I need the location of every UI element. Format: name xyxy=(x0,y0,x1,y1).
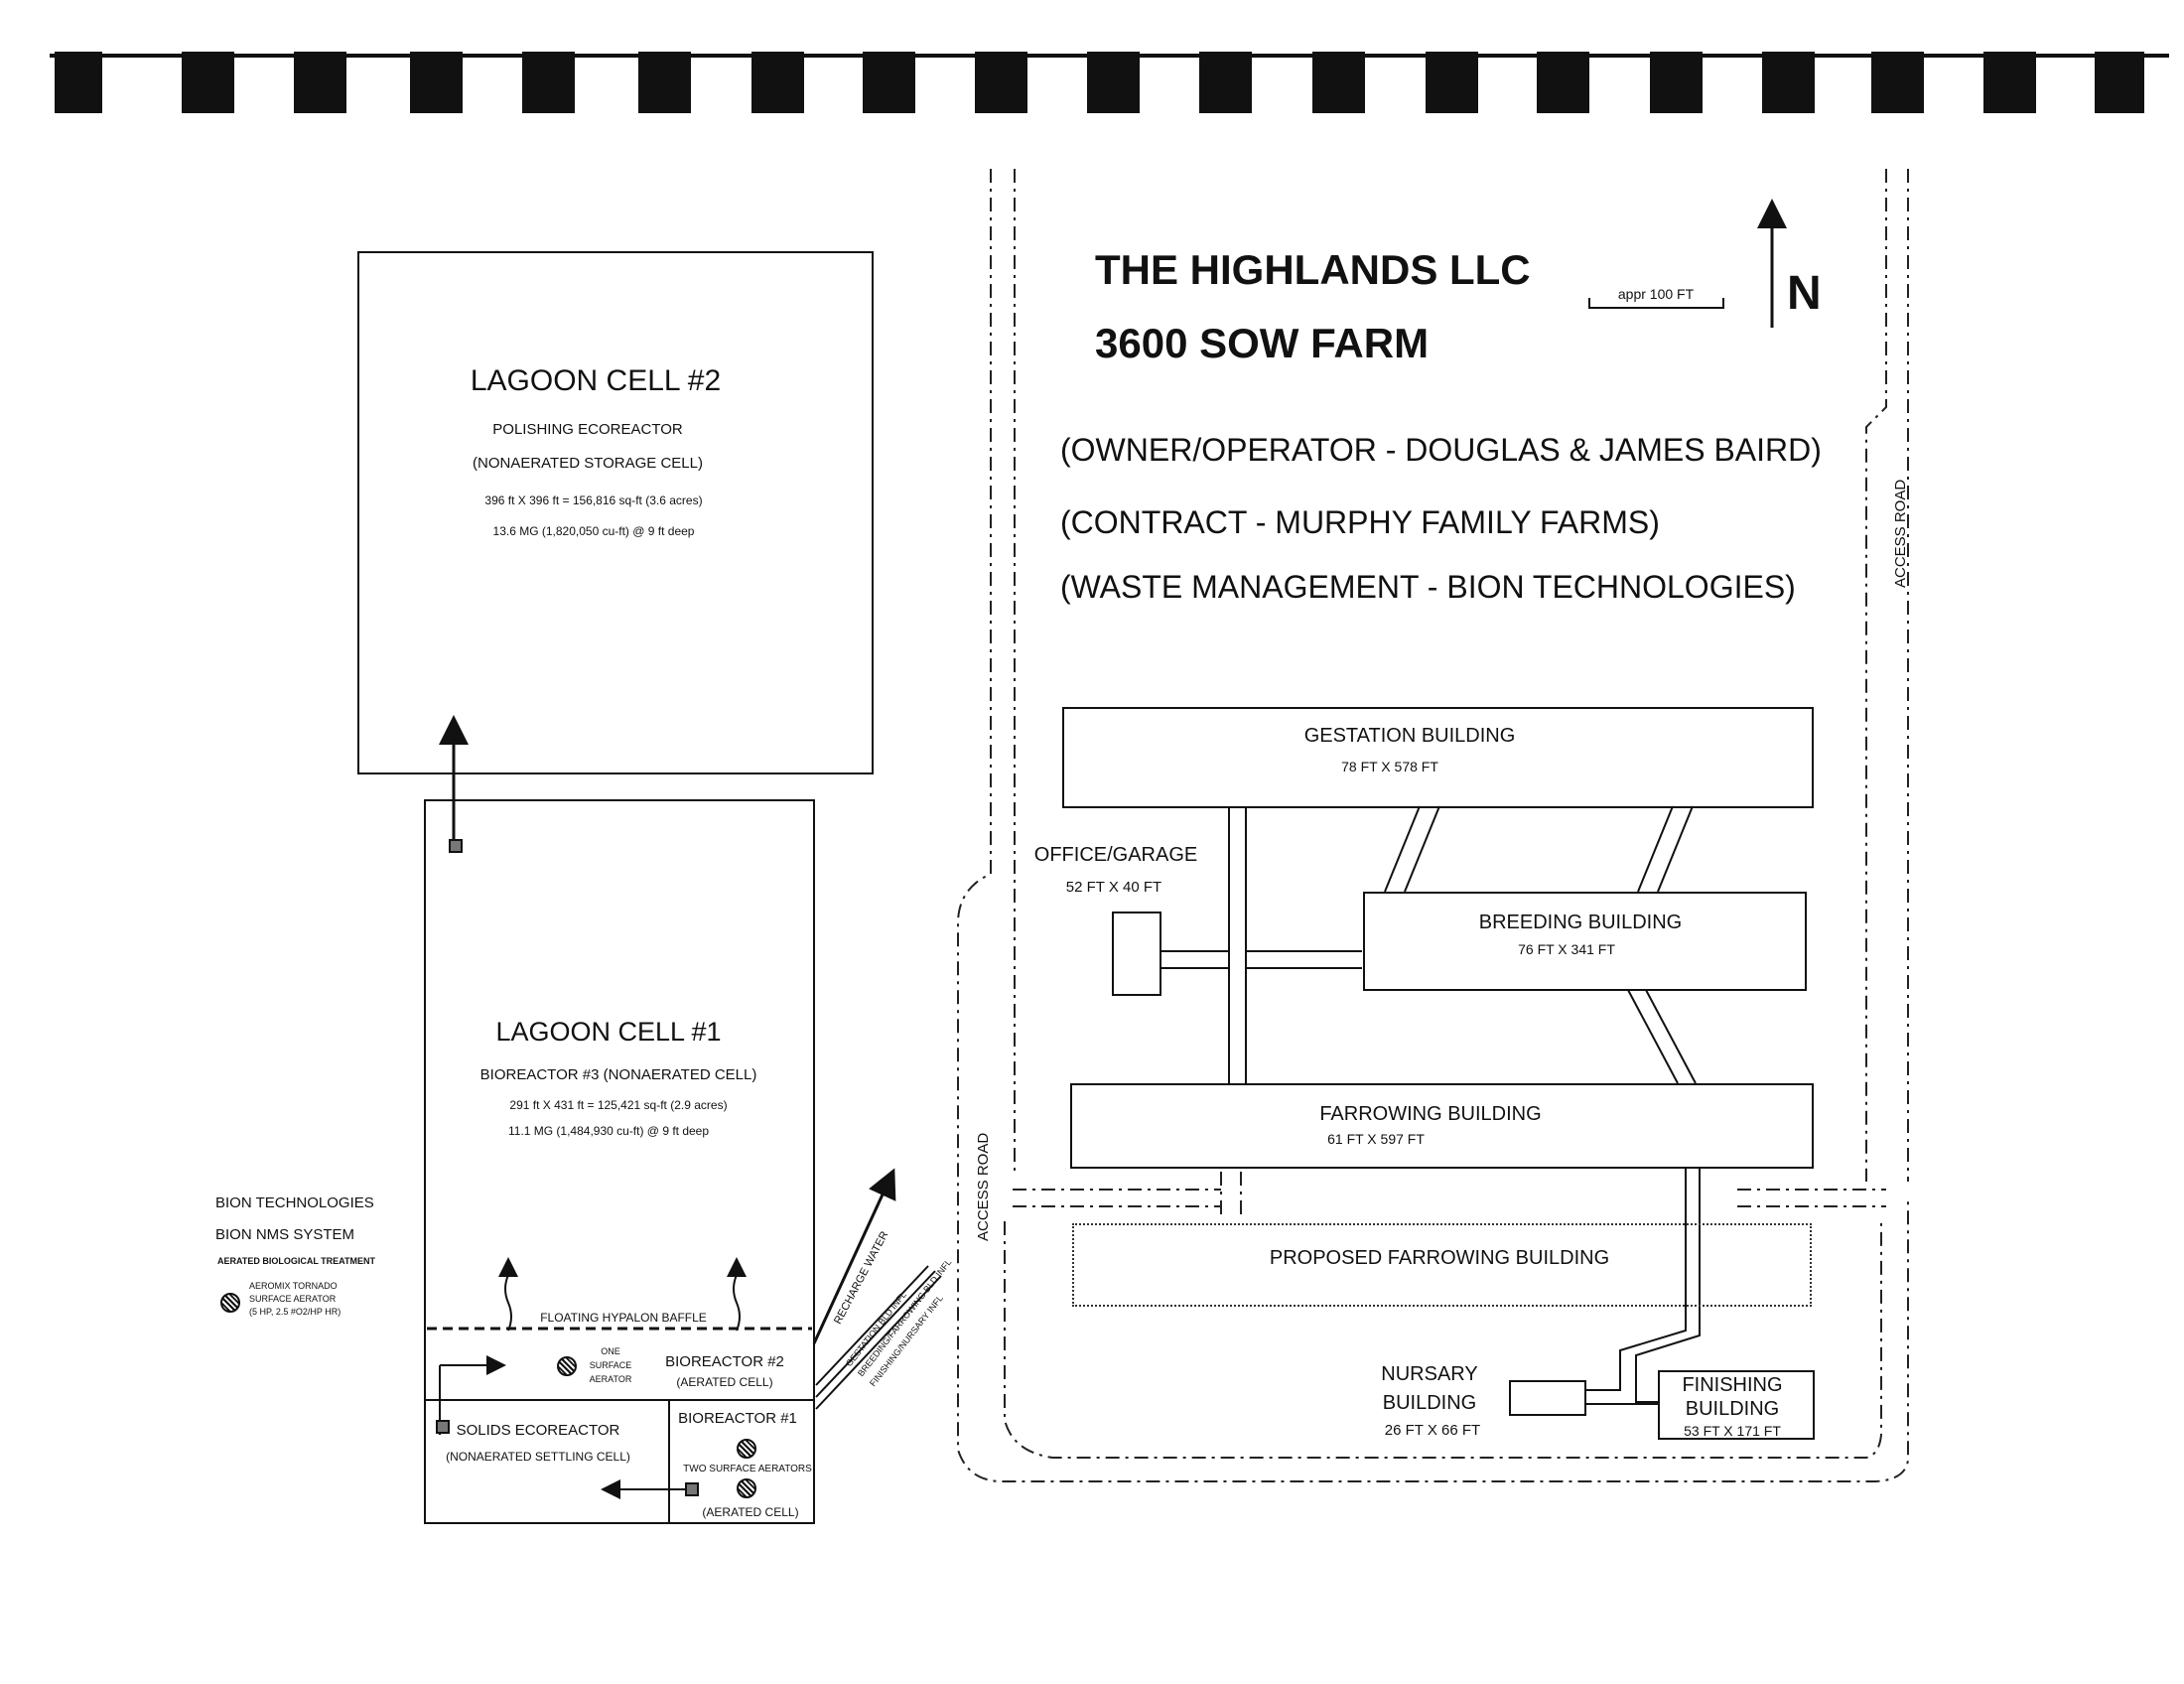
binding-ring xyxy=(182,52,234,113)
transfer-port-icon xyxy=(449,839,463,853)
lagoon2-type: (NONAERATED STORAGE CELL) xyxy=(473,455,703,472)
legend-system: BION NMS SYSTEM xyxy=(215,1226,355,1243)
farrowing-name: FARROWING BUILDING xyxy=(1319,1103,1542,1125)
lagoon2-subtitle: POLISHING ECOREACTOR xyxy=(492,421,683,438)
legend-aerator-3: (5 HP, 2.5 #O2/HP HR) xyxy=(249,1307,341,1317)
nursary-name-1: NURSARY xyxy=(1381,1363,1478,1385)
finishing-building[interactable] xyxy=(1658,1370,1815,1440)
binding-ring xyxy=(863,52,915,113)
transfer-port-icon xyxy=(436,1420,450,1434)
access-road-east-inner xyxy=(1865,169,1887,1182)
surface-aerator-icon xyxy=(220,1293,240,1313)
breeding-size: 76 FT X 341 FT xyxy=(1518,941,1615,957)
nursary-size: 26 FT X 66 FT xyxy=(1384,1422,1481,1439)
lagoon2-area: 396 ft X 396 ft = 156,816 sq-ft (3.6 acr… xyxy=(484,493,703,507)
binding-ring xyxy=(1983,52,2036,113)
finishing-name-1: FINISHING xyxy=(1682,1374,1783,1396)
br2-aerator-1: ONE xyxy=(601,1346,620,1356)
access-road-west-label: ACCESS ROAD xyxy=(975,1132,992,1241)
farm-subtitle: 3600 SOW FARM xyxy=(1095,320,1430,366)
binding-ring xyxy=(1426,52,1478,113)
legend-aerator-1: AEROMIX TORNADO xyxy=(249,1281,338,1291)
baffle-label: FLOATING HYPALON BAFFLE xyxy=(540,1311,707,1325)
office-name: OFFICE/GARAGE xyxy=(1033,844,1198,866)
br2-type: (AERATED CELL) xyxy=(676,1375,773,1389)
br1-aerators: TWO SURFACE AERATORS xyxy=(683,1464,812,1474)
proposed-farrowing-building[interactable] xyxy=(1072,1223,1812,1307)
legend-treatment: AERATED BIOLOGICAL TREATMENT xyxy=(217,1256,375,1266)
binding-ring xyxy=(975,52,1027,113)
access-road-east-label: ACCESS ROAD xyxy=(1892,479,1909,588)
farm-title: THE HIGHLANDS LLC xyxy=(1095,246,1531,293)
road-stub xyxy=(1220,1172,1242,1216)
binding-ring xyxy=(1871,52,1924,113)
binding-ring xyxy=(751,52,804,113)
access-road-west-outer xyxy=(957,169,1909,1482)
br1-name: BIOREACTOR #1 xyxy=(678,1410,797,1427)
breeding-name: BREEDING BUILDING xyxy=(1478,912,1683,933)
binding-ring xyxy=(522,52,575,113)
access-road-inner-loop xyxy=(1004,1219,1882,1459)
surface-aerator-icon xyxy=(737,1478,756,1498)
binding-ring xyxy=(2095,52,2144,113)
farrowing-building[interactable] xyxy=(1070,1083,1814,1169)
binding-ring xyxy=(1650,52,1703,113)
finishing-name-2: BUILDING xyxy=(1685,1398,1780,1420)
cell-divider-v xyxy=(668,1399,670,1524)
lagoon1-volume: 11.1 MG (1,484,930 cu-ft) @ 9 ft deep xyxy=(507,1124,710,1138)
lagoon-cell-1[interactable] xyxy=(424,799,815,1524)
lagoon-cell-2[interactable] xyxy=(357,251,874,774)
contract-line: (CONTRACT - MURPHY FAMILY FARMS) xyxy=(1060,504,1660,540)
cell-divider-h xyxy=(424,1399,815,1401)
solids-name: SOLIDS ECOREACTOR xyxy=(456,1422,620,1439)
binding-ring xyxy=(410,52,463,113)
office-size: 52 FT X 40 FT xyxy=(1065,879,1162,896)
finishing-size: 53 FT X 171 FT xyxy=(1684,1423,1781,1439)
solids-type: (NONAERATED SETTLING CELL) xyxy=(446,1450,630,1464)
binding-ring xyxy=(1537,52,1589,113)
nursary-name-2: BUILDING xyxy=(1382,1392,1477,1414)
owner-line: (OWNER/OPERATOR - DOUGLAS & JAMES BAIRD) xyxy=(1060,432,1822,468)
nursary-building[interactable] xyxy=(1509,1380,1586,1416)
lagoon1-subtitle: BIOREACTOR #3 (NONAERATED CELL) xyxy=(479,1066,757,1083)
surface-aerator-icon xyxy=(557,1356,577,1376)
office-garage-building[interactable] xyxy=(1112,912,1161,996)
breeding-building[interactable] xyxy=(1363,892,1807,991)
br2-aerator-3: AERATOR xyxy=(589,1374,632,1384)
br1-type: (AERATED CELL) xyxy=(702,1505,799,1519)
binding-ring xyxy=(1312,52,1365,113)
surface-aerator-icon xyxy=(737,1439,756,1459)
lagoon1-area: 291 ft X 431 ft = 125,421 sq-ft (2.9 acr… xyxy=(509,1098,728,1112)
farrowing-size: 61 FT X 597 FT xyxy=(1327,1131,1425,1147)
binding-ring xyxy=(1087,52,1140,113)
lagoon2-volume: 13.6 MG (1,820,050 cu-ft) @ 9 ft deep xyxy=(492,524,695,538)
binding-ring xyxy=(55,52,102,113)
waste-management-line: (WASTE MANAGEMENT - BION TECHNOLOGIES) xyxy=(1060,569,1796,605)
binding-ring xyxy=(1762,52,1815,113)
transfer-port-icon xyxy=(685,1482,699,1496)
binding-ring xyxy=(638,52,691,113)
binding-ring xyxy=(294,52,346,113)
north-label: N xyxy=(1787,267,1822,320)
lagoon1-title: LAGOON CELL #1 xyxy=(495,1017,722,1047)
binding-ring xyxy=(1199,52,1252,113)
gestation-building[interactable] xyxy=(1062,707,1814,808)
gestation-name: GESTATION BUILDING xyxy=(1303,725,1516,747)
legend-company: BION TECHNOLOGIES xyxy=(215,1194,374,1211)
proposed-name: PROPOSED FARROWING BUILDING xyxy=(1269,1247,1610,1269)
gestation-size: 78 FT X 578 FT xyxy=(1341,759,1438,774)
br2-aerator-2: SURFACE xyxy=(589,1360,632,1370)
lagoon2-title: LAGOON CELL #2 xyxy=(470,364,722,397)
legend-aerator-2: SURFACE AERATOR xyxy=(249,1294,337,1304)
scale-label: appr 100 FT xyxy=(1617,286,1695,302)
br2-name: BIOREACTOR #2 xyxy=(665,1353,784,1370)
